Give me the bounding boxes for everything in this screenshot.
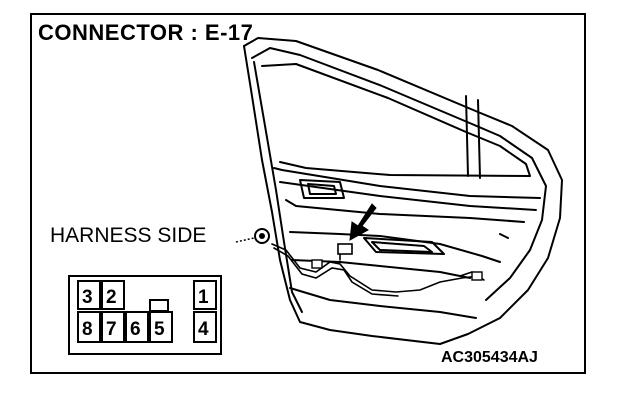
harness-connector-ring-inner [259,233,265,239]
door-connector-3 [471,271,483,281]
pin-label-6: 6 [130,319,141,340]
location-arrow [349,203,377,241]
pin-label-3: 3 [82,287,93,308]
wiring-harness [271,243,479,293]
handle-inner [307,183,337,195]
pin-label-5: 5 [154,319,165,340]
window-pillar-2 [477,99,481,179]
pin-cell-7 [101,311,125,343]
harness-side-label: HARNESS SIDE [50,224,207,247]
figure-code: AC305434AJ [441,349,538,366]
window-switch-inner [371,241,433,253]
armrest-upper [289,231,501,263]
pin-cell-5 [149,311,173,343]
wiring-harness-2 [273,247,399,297]
door-connector [337,243,353,255]
door-bottom [289,287,477,319]
pin-label-7: 7 [106,319,117,340]
belt-line-2 [279,181,537,211]
harness-leader-line [235,237,255,243]
pin-label-8: 8 [82,319,93,340]
pin-label-1: 1 [198,287,209,308]
belt-line [273,167,541,199]
handle-recess [299,179,345,199]
trim-panel [285,199,525,223]
pin-cell-3 [77,280,101,310]
door-left-edge [243,45,441,345]
connector-lock-tab [149,299,169,312]
latch-slot [499,233,509,239]
pin-label-2: 2 [106,287,117,308]
door-outer-frame [243,37,563,345]
diagram-title: CONNECTOR : E-17 [38,20,254,45]
door-left-edge-inner [253,61,303,313]
door-inner-frame [251,47,547,301]
window-switch-panel [363,237,445,255]
door-connector-2 [311,259,323,269]
connector-pinout [68,275,222,355]
pin-cell-6 [125,311,149,343]
pin-cell-2 [101,280,125,310]
pin-cell-1 [193,280,217,310]
pin-label-4: 4 [198,319,209,340]
armrest-lower [291,259,471,279]
pin-cell-8 [77,311,101,343]
window-frame [261,63,531,177]
pin-cell-4 [193,311,217,343]
window-pillar [465,95,469,177]
